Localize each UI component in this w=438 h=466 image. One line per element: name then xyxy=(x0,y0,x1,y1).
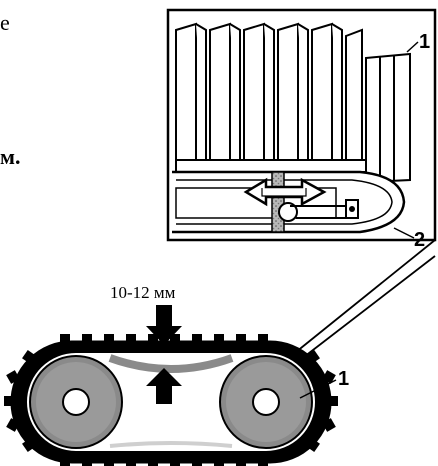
alternator-fins xyxy=(175,22,411,184)
label-alternator: 1 xyxy=(419,31,430,53)
label-pulley: 1 xyxy=(338,368,349,390)
label-tensioner: 2 xyxy=(414,229,425,251)
deflection-arrow-up-icon xyxy=(146,368,182,404)
adjuster-bolt xyxy=(271,171,285,233)
adjust-direction-arrow-icon xyxy=(243,177,327,207)
cropped-text-bottom: м. xyxy=(0,144,21,169)
pulley-right xyxy=(219,355,313,449)
cropped-text-top: е xyxy=(0,10,10,35)
belt-drive: 10-12 мм 1 xyxy=(4,283,349,466)
deflection-label: 10-12 мм xyxy=(110,283,176,302)
zoom-callout-lines xyxy=(295,239,436,361)
deflection-arrow-down-icon xyxy=(146,305,182,345)
pulley-left xyxy=(29,355,123,449)
inset-view: 1 2 xyxy=(166,8,437,251)
alternator-base xyxy=(175,159,367,173)
